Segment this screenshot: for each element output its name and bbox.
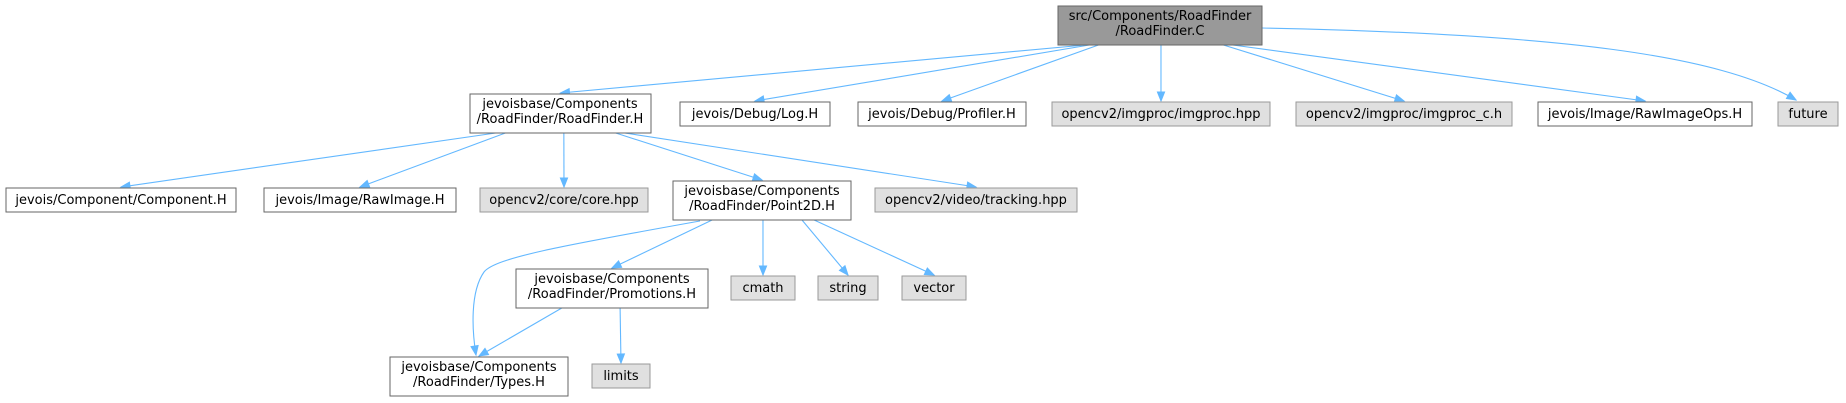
edge-line [560,44,1086,94]
node-cmath[interactable]: cmath [730,275,796,301]
edge-roadfinder-c-to-log-h [753,44,1090,104]
edge-roadfinder-c-to-rawimageops-h [1232,44,1647,105]
edge-roadfinder-c-to-profiler-h [940,44,1099,102]
node-component-h[interactable]: jevois/Component/Component.H [5,187,237,213]
edge-arrowhead [751,172,764,182]
edge-line [615,132,763,181]
node-vector-label: vector [913,281,955,296]
edge-point2d-h-to-cmath [758,219,768,277]
edge-roadfinder-h-to-component-h [119,132,496,190]
node-roadfinder-h[interactable]: jevoisbase/Components /RoadFinder/RoadFi… [469,93,652,134]
edge-promotions-h-to-types-h [477,307,563,357]
edge-line [801,219,849,276]
node-point2d-h-line-2: /RoadFinder/Point2D.H [689,199,835,214]
node-promotions-h-line-2: /RoadFinder/Promotions.H [528,287,696,302]
node-imgproc-c-h[interactable]: opencv2/imgproc/imgproc_c.h [1295,101,1513,127]
node-point2d-h[interactable]: jevoisbase/Components /RoadFinder/Point2… [672,180,852,221]
node-profiler-h-label: jevois/Debug/Profiler.H [867,107,1016,122]
edge-arrowhead [470,344,479,357]
edge-line [120,132,496,188]
edge-arrowhead [758,265,768,277]
edge-line [624,132,977,188]
node-types-h-line-1: jevoisbase/Components [400,360,556,375]
node-types-h[interactable]: jevoisbase/Components /RoadFinder/Types.… [389,356,569,397]
edge-line [1223,44,1405,102]
edge-roadfinder-c-to-future [1261,27,1798,101]
node-point2d-h-line-1: jevoisbase/Components [683,184,839,199]
edge-point2d-h-to-promotions-h [610,219,713,269]
node-future[interactable]: future [1777,101,1839,127]
edge-roadfinder-c-to-roadfinder-h [559,44,1086,97]
edge-arrowhead [477,347,490,357]
node-roadfinder-c-line-2: /RoadFinder.C [1116,24,1205,39]
node-imgproc-hpp[interactable]: opencv2/imgproc/imgproc.hpp [1051,101,1271,127]
edge-line [359,132,506,188]
edge-promotions-h-to-limits [616,307,626,365]
node-cmath-label: cmath [742,281,783,296]
edge-arrowhead [358,179,371,188]
edge-arrowhead [940,93,953,102]
node-roadfinder-h-line-1: jevoisbase/Components [481,97,637,112]
edges-layer [119,27,1798,365]
edge-line [941,44,1099,102]
edge-roadfinder-h-to-point2d-h [615,132,764,182]
node-future-label: future [1788,107,1827,122]
node-rawimage-h[interactable]: jevois/Image/RawImage.H [263,187,457,213]
node-rawimageops-h-label: jevois/Image/RawImageOps.H [1547,107,1742,122]
edge-arrowhead [610,259,623,269]
edge-line [813,219,935,276]
edge-line [611,219,713,269]
edge-line [754,44,1090,102]
node-component-h-label: jevois/Component/Component.H [14,193,226,208]
node-roadfinder-c-line-1: src/Components/RoadFinder [1069,9,1252,24]
edge-line [1232,44,1646,102]
node-profiler-h[interactable]: jevois/Debug/Profiler.H [857,101,1027,127]
node-tracking-hpp-label: opencv2/video/tracking.hpp [885,193,1067,208]
edge-roadfinder-c-to-imgproc-hpp [1156,44,1166,103]
node-imgproc-c-h-label: opencv2/imgproc/imgproc_c.h [1306,107,1502,122]
node-limits[interactable]: limits [591,363,651,389]
node-promotions-h[interactable]: jevoisbase/Components /RoadFinder/Promot… [515,268,709,309]
edge-point2d-h-to-vector [813,219,936,276]
edge-arrowhead [838,264,849,277]
edge-roadfinder-h-to-core-hpp [559,132,569,189]
edge-arrowhead [1156,91,1166,103]
node-imgproc-hpp-label: opencv2/imgproc/imgproc.hpp [1061,107,1260,122]
edge-roadfinder-c-to-imgproc-c-h [1223,44,1406,103]
node-log-h-label: jevois/Debug/Log.H [691,107,818,122]
edge-arrowhead [923,267,936,276]
edge-point2d-h-to-types-h [470,220,701,357]
node-types-h-line-2: /RoadFinder/Types.H [413,375,545,390]
node-tracking-hpp[interactable]: opencv2/video/tracking.hpp [874,187,1078,213]
node-rawimageops-h[interactable]: jevois/Image/RawImageOps.H [1537,101,1753,127]
edge-arrowhead [559,177,569,189]
edge-arrowhead [1393,94,1406,103]
edge-arrowhead [616,353,626,365]
edge-roadfinder-h-to-rawimage-h [358,132,506,188]
node-promotions-h-line-1: jevoisbase/Components [533,272,689,287]
edge-arrowhead [1785,91,1798,101]
nodes-layer: src/Components/RoadFinder /RoadFinder.C … [5,5,1839,397]
node-roadfinder-h-line-2: /RoadFinder/RoadFinder.H [477,112,644,127]
edge-line [478,307,563,357]
node-string[interactable]: string [817,275,879,301]
node-vector[interactable]: vector [901,275,967,301]
node-roadfinder-c[interactable]: src/Components/RoadFinder /RoadFinder.C [1057,5,1263,46]
node-log-h[interactable]: jevois/Debug/Log.H [679,101,831,127]
node-string-label: string [829,281,866,296]
edge-point2d-h-to-string [801,219,849,277]
node-rawimage-h-label: jevois/Image/RawImage.H [274,193,444,208]
node-core-hpp-label: opencv2/core/core.hpp [489,193,639,208]
edge-line [472,220,701,356]
node-limits-label: limits [603,369,639,384]
node-core-hpp[interactable]: opencv2/core/core.hpp [479,187,649,213]
edge-line [1261,27,1797,101]
